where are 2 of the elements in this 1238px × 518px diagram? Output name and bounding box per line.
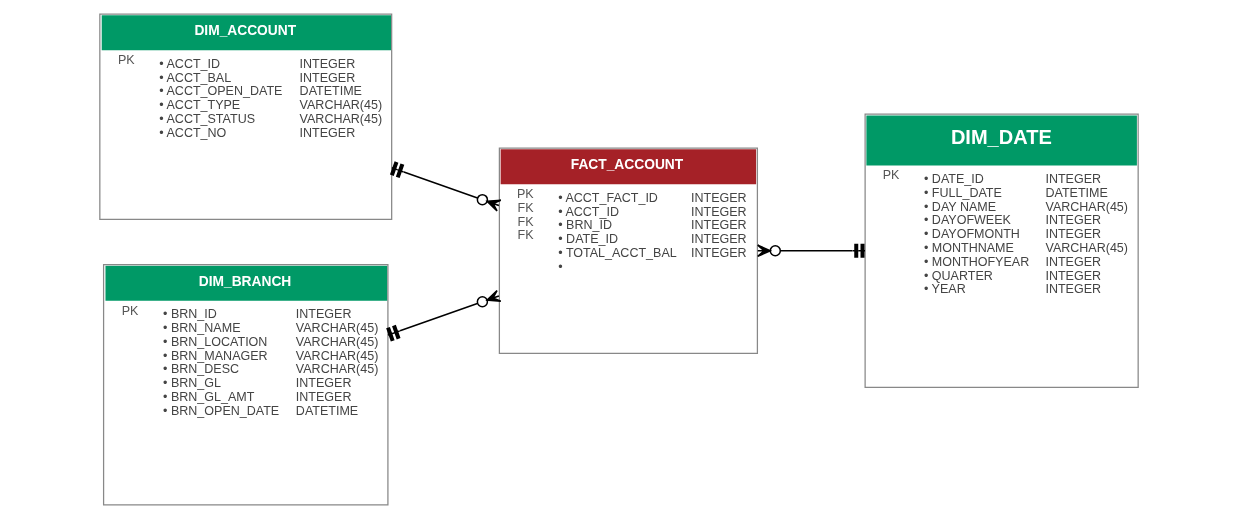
connector [389, 160, 502, 212]
connector [386, 289, 502, 341]
